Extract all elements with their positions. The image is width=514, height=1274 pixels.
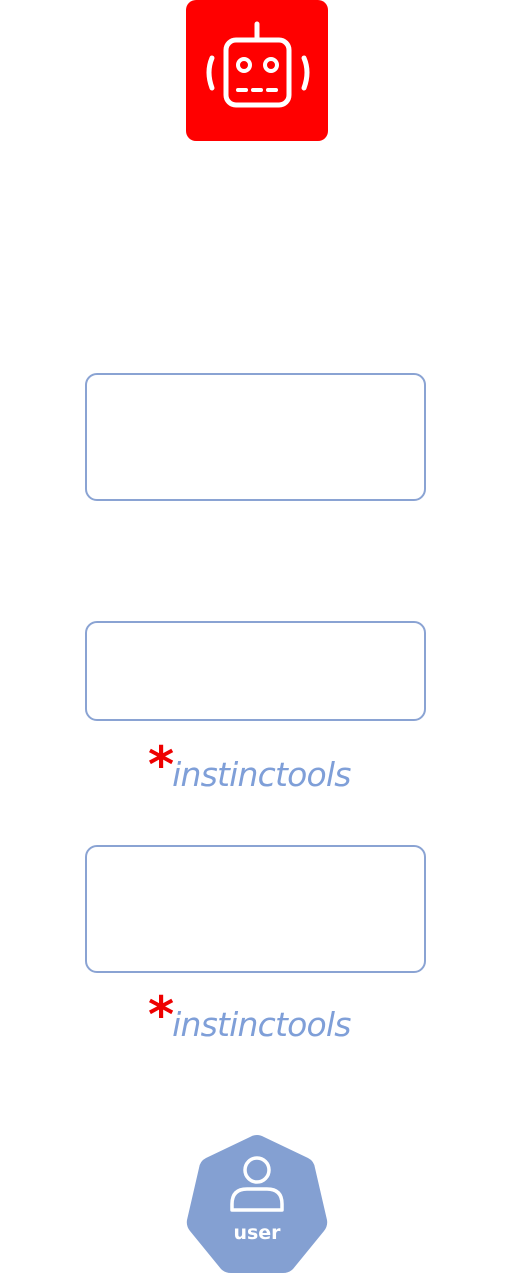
diagram-box-3 (85, 845, 426, 973)
logo-text: instinctools (172, 755, 351, 794)
robot-icon (186, 0, 328, 141)
user-label: user (233, 1222, 281, 1244)
logo-star: * (148, 736, 175, 794)
logo-star: * (148, 986, 175, 1044)
diagram-box-2 (85, 621, 426, 721)
instinctools-logo-1: * instinctools (148, 736, 378, 798)
diagram-box-1 (85, 373, 426, 501)
user-icon (186, 1135, 328, 1273)
user-node (186, 1134, 328, 1274)
bot-tile (186, 0, 328, 141)
instinctools-logo-2: * instinctools (148, 986, 378, 1048)
logo-text: instinctools (172, 1005, 351, 1044)
